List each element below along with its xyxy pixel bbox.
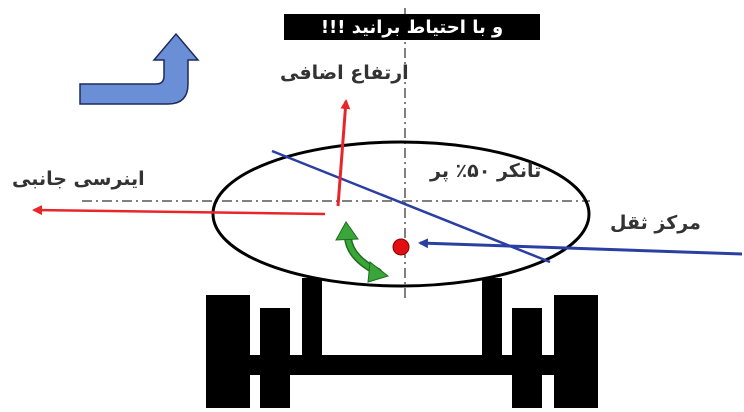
rotation-arrow-icon — [335, 221, 390, 283]
right-support — [482, 278, 502, 358]
lateral-inertia-arrow — [32, 205, 326, 216]
left-support — [302, 278, 322, 358]
curved-turn-arrow-icon — [79, 32, 200, 105]
center-of-gravity-arrow — [418, 238, 743, 256]
tanker-fill-label: تانکر ۵۰٪ پر — [430, 160, 542, 182]
tank-ellipse — [211, 140, 591, 288]
center-of-gravity-label: مرکز ثقل — [610, 212, 701, 234]
lateral-inertia-label: اینرسی جانبی — [12, 168, 145, 190]
extra-height-label: ارتفاع اضافی — [280, 62, 409, 84]
axle — [250, 355, 554, 375]
extra-height-arrow — [336, 99, 351, 207]
left-outer-wheel — [206, 295, 250, 408]
center-of-gravity-dot — [392, 238, 410, 256]
right-outer-wheel — [554, 295, 598, 408]
warning-banner: و با احتياط برانيد !!! — [284, 14, 540, 40]
liquid-surface-line — [271, 149, 551, 264]
